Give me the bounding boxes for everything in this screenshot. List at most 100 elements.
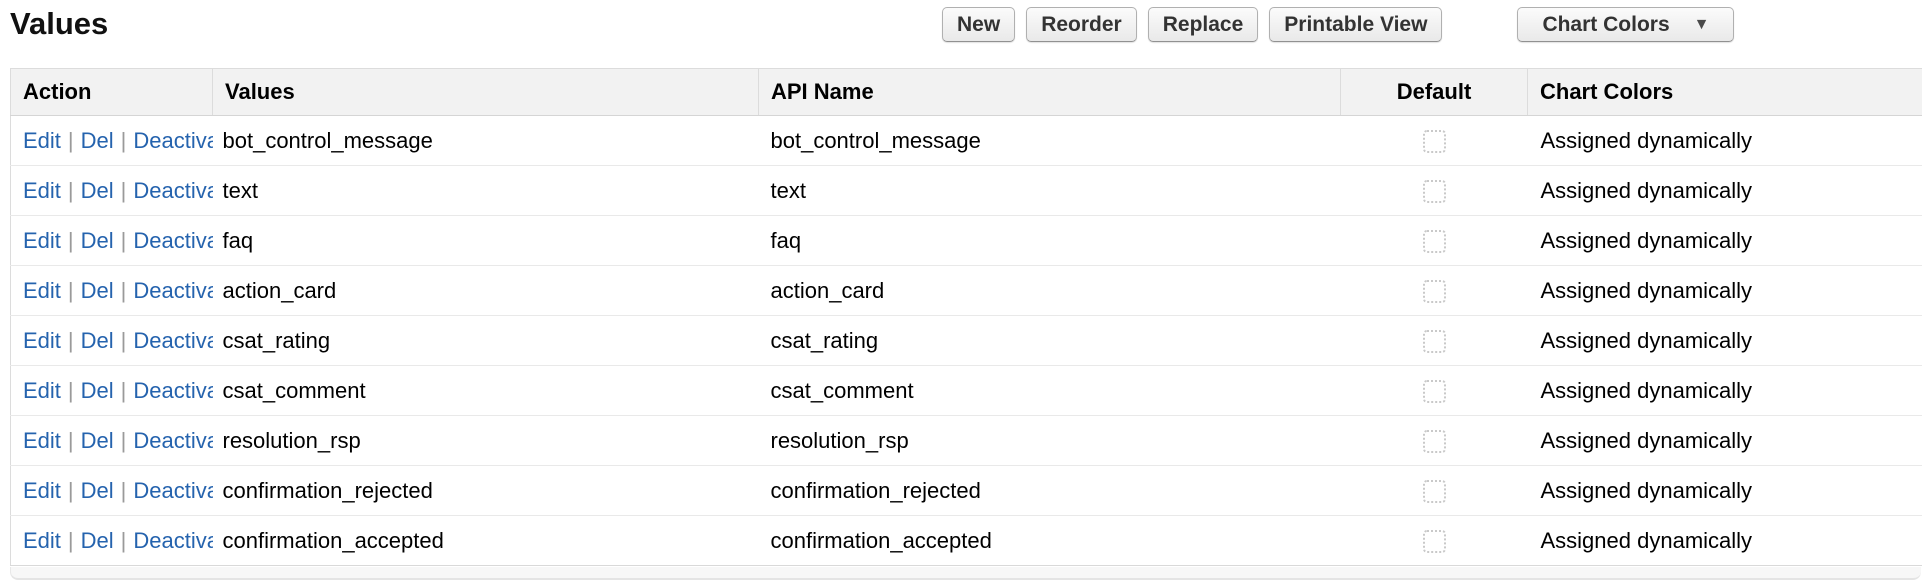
deactivate-link[interactable]: Deactivate (133, 377, 212, 403)
column-header-default: Default (1340, 68, 1528, 116)
deactivate-link[interactable]: Deactivate (133, 427, 212, 453)
value-cell: text (212, 165, 759, 216)
api-name-cell: action_card (758, 265, 1341, 316)
link-separator: | (120, 477, 127, 503)
api-name-cell: confirmation_accepted (758, 515, 1341, 566)
link-separator: | (120, 427, 127, 453)
api-name-cell: text (758, 165, 1341, 216)
chart-colors-cell: Assigned dynamically (1527, 315, 1922, 366)
chart-colors-cell: Assigned dynamically (1527, 415, 1922, 466)
action-cell: Edit|Del|Deactivate (10, 415, 213, 466)
link-separator: | (120, 177, 127, 203)
edit-link[interactable]: Edit (23, 477, 61, 503)
value-cell: resolution_rsp (212, 415, 759, 466)
deactivate-link[interactable]: Deactivate (133, 277, 212, 303)
deactivate-link[interactable]: Deactivate (133, 527, 212, 553)
action-cell: Edit|Del|Deactivate (10, 165, 213, 216)
action-cell: Edit|Del|Deactivate (10, 315, 213, 366)
replace-button[interactable]: Replace (1147, 7, 1259, 42)
link-separator: | (67, 277, 74, 303)
default-cell (1340, 115, 1528, 166)
del-link[interactable]: Del (80, 427, 114, 453)
link-separator: | (67, 177, 74, 203)
del-link[interactable]: Del (80, 277, 114, 303)
edit-link[interactable]: Edit (23, 127, 61, 153)
api-name-cell: bot_control_message (758, 115, 1341, 166)
chart-colors-cell: Assigned dynamically (1527, 215, 1922, 266)
edit-link[interactable]: Edit (23, 177, 61, 203)
del-link[interactable]: Del (80, 377, 114, 403)
link-separator: | (67, 327, 74, 353)
link-separator: | (120, 227, 127, 253)
chart-colors-dropdown-label: Chart Colors (1542, 12, 1670, 36)
default-cell (1340, 365, 1528, 416)
chart-colors-cell: Assigned dynamically (1527, 465, 1922, 516)
table-row: Edit|Del|Deactivate confirmation_accepte… (10, 515, 1922, 566)
table-row: Edit|Del|Deactivate resolution_rsp resol… (10, 415, 1922, 466)
default-checkbox (1422, 330, 1446, 354)
link-separator: | (67, 477, 74, 503)
edit-link[interactable]: Edit (23, 527, 61, 553)
table-row: Edit|Del|Deactivate text text Assigned d… (10, 165, 1922, 216)
page-title: Values (10, 6, 109, 41)
table-row: Edit|Del|Deactivate confirmation_rejecte… (10, 465, 1922, 516)
default-cell (1340, 415, 1528, 466)
del-link[interactable]: Del (80, 327, 114, 353)
reorder-button[interactable]: Reorder (1026, 7, 1137, 42)
edit-link[interactable]: Edit (23, 277, 61, 303)
deactivate-link[interactable]: Deactivate (133, 127, 212, 153)
table-row: Edit|Del|Deactivate csat_rating csat_rat… (10, 315, 1922, 366)
del-link[interactable]: Del (80, 127, 114, 153)
edit-link[interactable]: Edit (23, 327, 61, 353)
del-link[interactable]: Del (80, 527, 114, 553)
action-cell: Edit|Del|Deactivate (10, 365, 213, 416)
column-header-api-name: API Name (758, 68, 1341, 116)
del-link[interactable]: Del (80, 227, 114, 253)
table-row: Edit|Del|Deactivate faq faq Assigned dyn… (10, 215, 1922, 266)
value-cell: confirmation_accepted (212, 515, 759, 566)
table-header-row: Action Values API Name Default Chart Col… (10, 68, 1922, 116)
default-cell (1340, 165, 1528, 216)
chart-colors-dropdown-button[interactable]: Chart Colors ▼ (1517, 7, 1735, 42)
link-separator: | (120, 127, 127, 153)
edit-link[interactable]: Edit (23, 427, 61, 453)
deactivate-link[interactable]: Deactivate (133, 177, 212, 203)
chart-colors-cell: Assigned dynamically (1527, 265, 1922, 316)
deactivate-link[interactable]: Deactivate (133, 227, 212, 253)
api-name-cell: csat_comment (758, 365, 1341, 416)
action-cell: Edit|Del|Deactivate (10, 215, 213, 266)
deactivate-link[interactable]: Deactivate (133, 477, 212, 503)
column-header-chart-colors: Chart Colors (1527, 68, 1922, 116)
section-footer-divider (10, 567, 1921, 580)
new-button[interactable]: New (942, 7, 1016, 42)
del-link[interactable]: Del (80, 477, 114, 503)
edit-link[interactable]: Edit (23, 227, 61, 253)
default-checkbox (1422, 380, 1446, 404)
default-cell (1340, 215, 1528, 266)
chart-colors-cell: Assigned dynamically (1527, 115, 1922, 166)
table-row: Edit|Del|Deactivate csat_comment csat_co… (10, 365, 1922, 416)
link-separator: | (67, 527, 74, 553)
default-checkbox (1422, 430, 1446, 454)
value-cell: csat_rating (212, 315, 759, 366)
default-checkbox (1422, 180, 1446, 204)
edit-link[interactable]: Edit (23, 377, 61, 403)
link-separator: | (67, 427, 74, 453)
value-cell: confirmation_rejected (212, 465, 759, 516)
api-name-cell: csat_rating (758, 315, 1341, 366)
table-row: Edit|Del|Deactivate bot_control_message … (10, 115, 1922, 166)
action-cell: Edit|Del|Deactivate (10, 115, 213, 166)
action-cell: Edit|Del|Deactivate (10, 515, 213, 566)
default-checkbox (1422, 480, 1446, 504)
action-cell: Edit|Del|Deactivate (10, 265, 213, 316)
default-checkbox (1422, 530, 1446, 554)
deactivate-link[interactable]: Deactivate (133, 327, 212, 353)
default-checkbox (1422, 130, 1446, 154)
default-checkbox (1422, 280, 1446, 304)
api-name-cell: confirmation_rejected (758, 465, 1341, 516)
table-row: Edit|Del|Deactivate action_card action_c… (10, 265, 1922, 316)
del-link[interactable]: Del (80, 177, 114, 203)
printable-view-button[interactable]: Printable View (1269, 7, 1443, 42)
value-cell: action_card (212, 265, 759, 316)
